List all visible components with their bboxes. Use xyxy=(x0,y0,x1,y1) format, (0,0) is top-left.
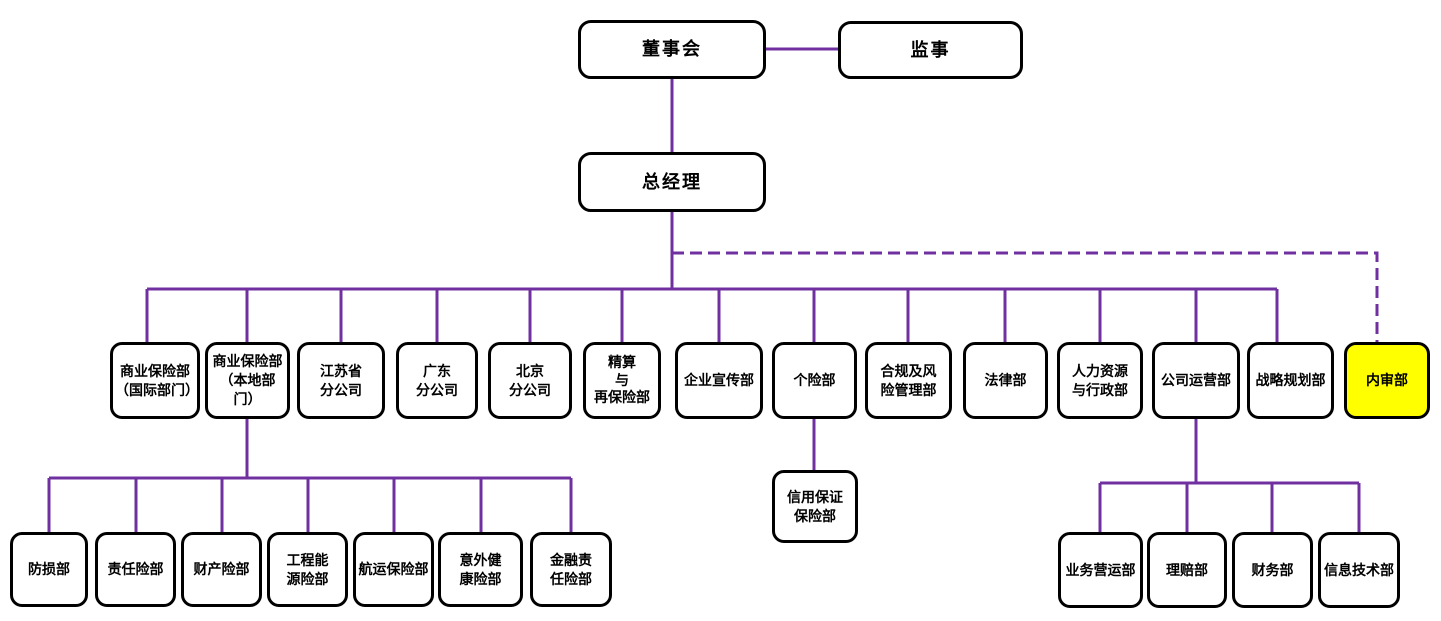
org-node-actuarial-reinsurance: 精算 与 再保险部 xyxy=(583,342,661,419)
org-node-commercial-insurance-intl: 商业保险部 （国际部门） xyxy=(110,342,200,419)
org-node-liability-insurance: 责任险部 xyxy=(95,532,176,607)
org-node-jiangsu-branch: 江苏省 分公司 xyxy=(297,342,385,419)
org-node-information-technology: 信息技术部 xyxy=(1318,532,1400,608)
org-node-loss-prevention: 防损部 xyxy=(10,532,88,607)
org-node-company-operations: 公司运营部 xyxy=(1152,342,1240,419)
org-node-compliance-risk-management: 合规及风 险管理部 xyxy=(865,342,952,419)
org-node-supervisors: 监事 xyxy=(838,21,1023,79)
org-node-hr-admin: 人力资源 与行政部 xyxy=(1057,342,1143,419)
org-node-commercial-insurance-local: 商业保险部 （本地部门） xyxy=(205,342,290,419)
org-node-engineering-energy-insurance: 工程能 源险部 xyxy=(267,532,348,607)
org-node-credit-guarantee-insurance: 信用保证 保险部 xyxy=(772,470,858,543)
org-node-finance: 财务部 xyxy=(1232,532,1313,608)
org-node-beijing-branch: 北京 分公司 xyxy=(488,342,572,419)
org-node-property-insurance: 财产险部 xyxy=(181,532,262,607)
org-node-corporate-communications: 企业宣传部 xyxy=(675,342,763,419)
org-node-legal: 法律部 xyxy=(963,342,1048,419)
org-node-strategic-planning: 战略规划部 xyxy=(1247,342,1334,419)
org-node-personal-insurance: 个险部 xyxy=(772,342,857,419)
org-node-internal-audit: 内审部 xyxy=(1344,342,1430,419)
org-node-financial-liability-insurance: 金融责 任险部 xyxy=(530,532,612,607)
org-node-accident-health-insurance: 意外健 康险部 xyxy=(438,532,523,607)
connector-dashed-internal-audit xyxy=(672,251,1379,342)
org-node-board-of-directors: 董事会 xyxy=(578,20,766,79)
org-node-business-operations: 业务营运部 xyxy=(1058,532,1143,608)
org-node-claims: 理赔部 xyxy=(1147,532,1227,608)
org-node-marine-insurance: 航运保险部 xyxy=(353,532,434,607)
org-node-general-manager: 总经理 xyxy=(578,152,766,212)
org-node-guangdong-branch: 广东 分公司 xyxy=(396,342,478,419)
